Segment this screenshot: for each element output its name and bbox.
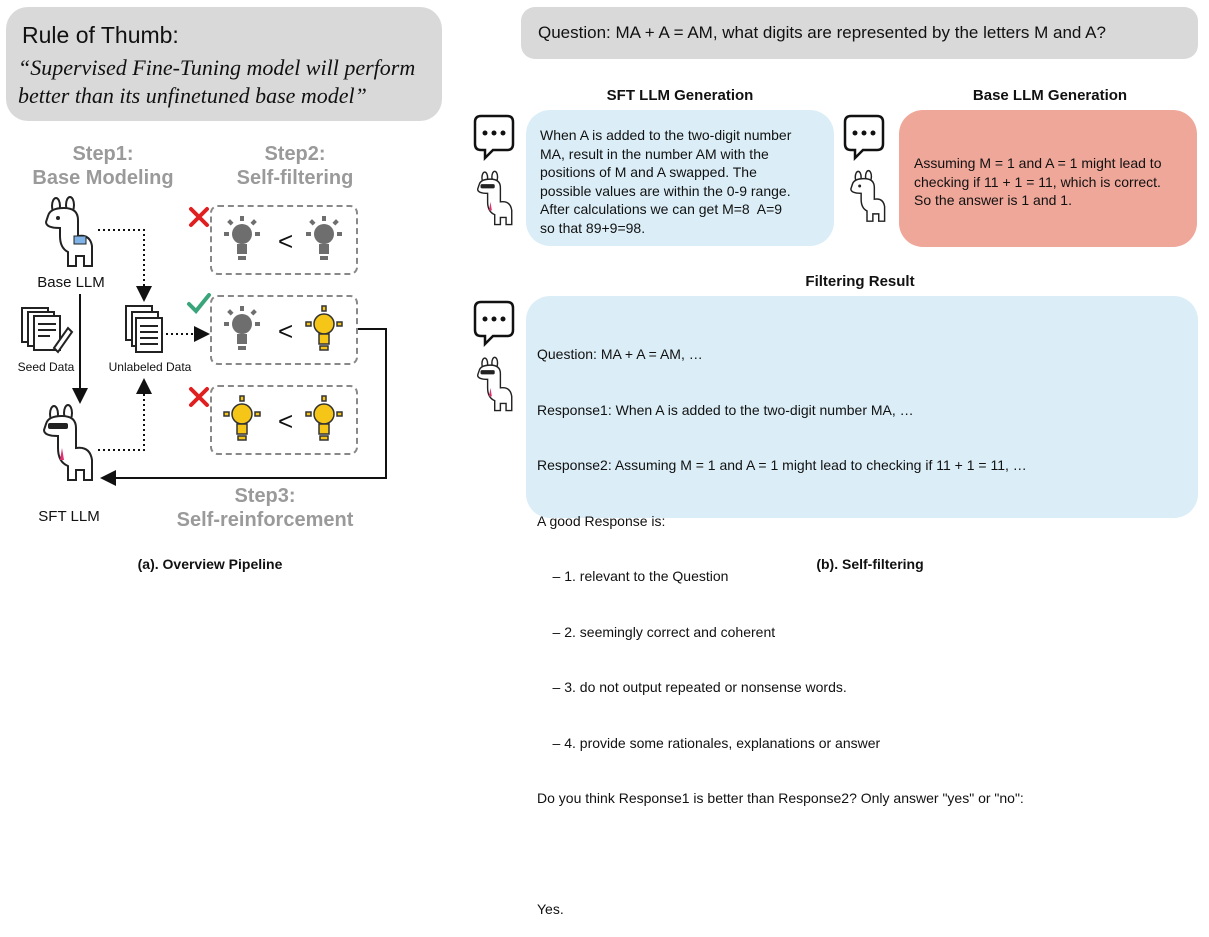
sft-gen-title: SFT LLM Generation [606,87,754,104]
rule-quote-line2: better than its unfinetuned base model” [18,83,367,108]
sft-llm-label: SFT LLM [38,508,100,525]
bulb-off-icon [306,216,342,260]
question-box [521,7,1198,59]
filtering-result-text: Question: MA + A = AM, … Response1: When… [537,346,1027,917]
llama-base-icon [44,196,93,267]
base-generation-box [899,110,1197,247]
pipeline-arrows [72,229,387,486]
base-gen-title: Base LLM Generation [972,87,1128,104]
step3-title: Step3:Self-reinforcement [176,485,354,531]
unlabeled-data-icon [125,305,163,353]
compare-box-bottom [210,385,358,455]
bulb-on-icon [305,395,343,441]
unlabeled-data-label: Unlabeled Data [108,360,192,374]
chat-bubble-icon [473,114,515,162]
cross-icon [189,207,209,227]
caption-b: (b). Self-filtering [816,556,924,572]
sft-generation-box [526,110,834,246]
filtering-result-title: Filtering Result [805,273,915,290]
bulb-off-icon [224,306,260,350]
step2-title: Step2:Self-filtering [236,143,354,189]
bulb-off-icon [224,216,260,260]
rule-quote-line1: “Supervised Fine-Tuning model will perfo… [18,55,416,80]
less-than-sign: < [278,316,294,346]
rule-of-thumb-box [6,7,442,121]
filtering-result-box [526,296,1198,518]
less-than-sign: < [278,226,294,256]
compare-box-top [210,205,358,275]
step1-title: Step1:Base Modeling [32,143,174,189]
bulb-on-icon [305,305,343,351]
base-generation-text: Assuming M = 1 and A = 1 might lead to c… [914,155,1162,208]
llama-sft-icon [42,404,93,481]
chat-bubble-icon [843,114,885,162]
chat-bubble-icon [473,300,515,348]
bulb-on-icon [223,395,261,441]
check-icon [187,293,211,314]
seed-data-icon [21,307,74,354]
llama-sft-icon [476,170,513,226]
rule-heading: Rule of Thumb: [22,22,179,48]
caption-a: (a). Overview Pipeline [137,556,283,572]
sft-generation-text: When A is added to the two-digit number … [540,127,792,236]
seed-data-label: Seed Data [17,360,75,374]
less-than-sign: < [278,406,294,436]
question-text: Question: MA + A = AM, what digits are r… [538,23,1106,42]
llama-sft-icon [476,356,513,412]
compare-box-middle [210,295,358,365]
base-llm-label: Base LLM [37,274,105,291]
llama-base-icon [850,169,886,222]
cross-icon [189,387,209,407]
